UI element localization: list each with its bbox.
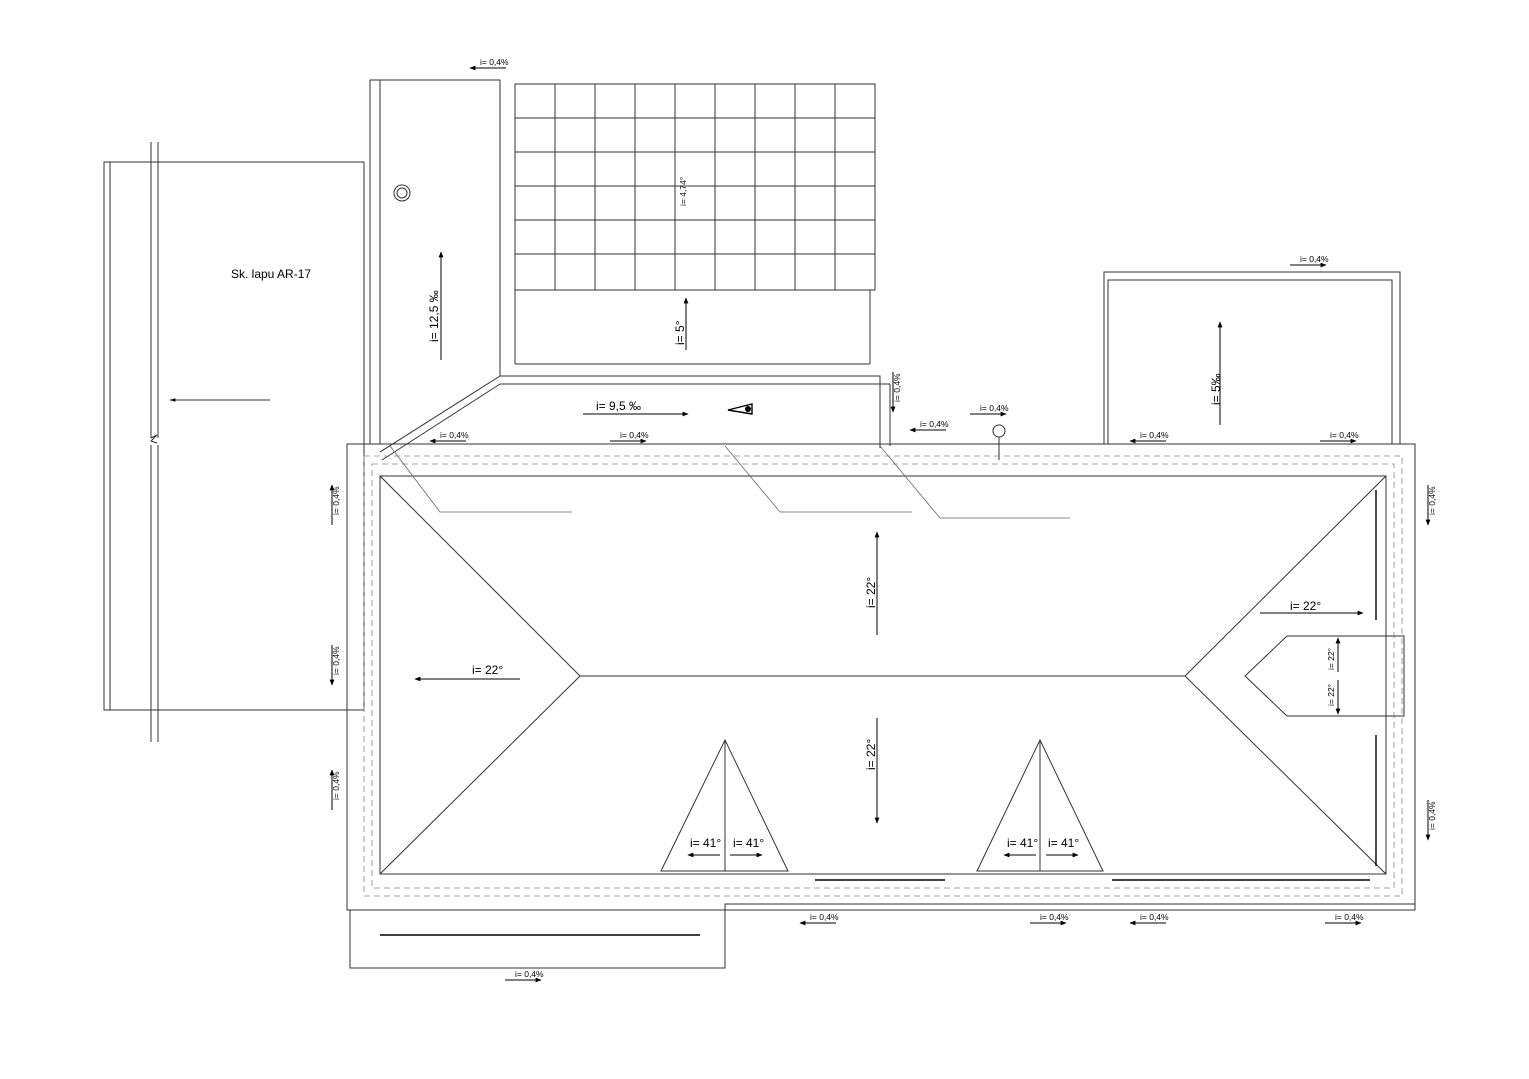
slope-label-dormer1-left: i= 41° <box>690 836 721 850</box>
slope-label-dormer1-right: i= 41° <box>733 836 764 850</box>
gutter-slope-label: i= 0,4% <box>1140 912 1169 922</box>
gutter-slope-label: i= 0,4% <box>331 771 341 800</box>
slope-label-north: i= 22° <box>864 577 878 608</box>
slope-label-south: i= 22° <box>864 739 878 770</box>
main-hip-roof: i= 22° i= 22° i= 22° i= 22° i= 22° i= 22… <box>346 443 1416 969</box>
gutter-slope-label: i= 0,4% <box>1427 486 1437 515</box>
gutter-slope-label: i= 0,4% <box>980 403 1009 413</box>
gutter-slope-label: i= 0,4% <box>515 969 544 979</box>
slope-label-dormer2-right: i= 41° <box>1048 836 1079 850</box>
gutter-slope-label: i= 0,4% <box>620 430 649 440</box>
gutter-slope-label: i= 0,4% <box>331 646 341 675</box>
slope-label-west: i= 22° <box>472 663 503 677</box>
slope-label-annex: i= 5‰ <box>1209 373 1223 405</box>
reference-note: Sk. lapu AR-17 <box>231 267 311 281</box>
gutter-slope-label: i= 0,4% <box>1330 430 1359 440</box>
gutter-slope-label: i= 0,4% <box>331 486 341 515</box>
gutter-slope-label: i= 0,4% <box>1300 254 1329 264</box>
slope-label-dormer2-left: i= 41° <box>1007 836 1038 850</box>
gutter-slopes: i= 0,4% i= 0,4% i= 0,4% i= 0,4% i= 0,4% i= 0,… <box>329 57 1437 983</box>
upper-wing: i= 12,5 ‰ i= 5° i= 4,74° i= 9,5 ‰ <box>369 79 891 461</box>
gutter-slope-label: i= 0,4% <box>920 419 949 429</box>
slope-label-glass: i= 4,74° <box>678 177 688 206</box>
gutter-slope-label: i= 0,4% <box>1335 912 1364 922</box>
gutter-slope-label: i= 0,4% <box>480 57 509 67</box>
gutter-slope-label: i= 0,4% <box>1140 430 1169 440</box>
slope-label-upper-strip: i= 12,5 ‰ <box>427 290 441 342</box>
slope-label-glass-base: i= 5° <box>673 320 687 345</box>
gutter-slope-label: i= 0,4% <box>1040 912 1069 922</box>
slope-label-gutter: i= 9,5 ‰ <box>596 399 641 413</box>
adjacent-building-left: Sk. lapu AR-17 <box>103 142 365 742</box>
slope-label-dormer-top: i= 22° <box>1326 648 1336 670</box>
gutter-slope-label: i= 0,4% <box>810 912 839 922</box>
slope-label-dormer-bottom: i= 22° <box>1326 684 1336 706</box>
gutter-slope-label: i= 0,4% <box>440 430 469 440</box>
gutter-slope-label: i= 0,4% <box>892 373 902 402</box>
gutter-slope-label: i= 0,4% <box>1427 801 1437 830</box>
slope-label-east: i= 22° <box>1290 599 1321 613</box>
